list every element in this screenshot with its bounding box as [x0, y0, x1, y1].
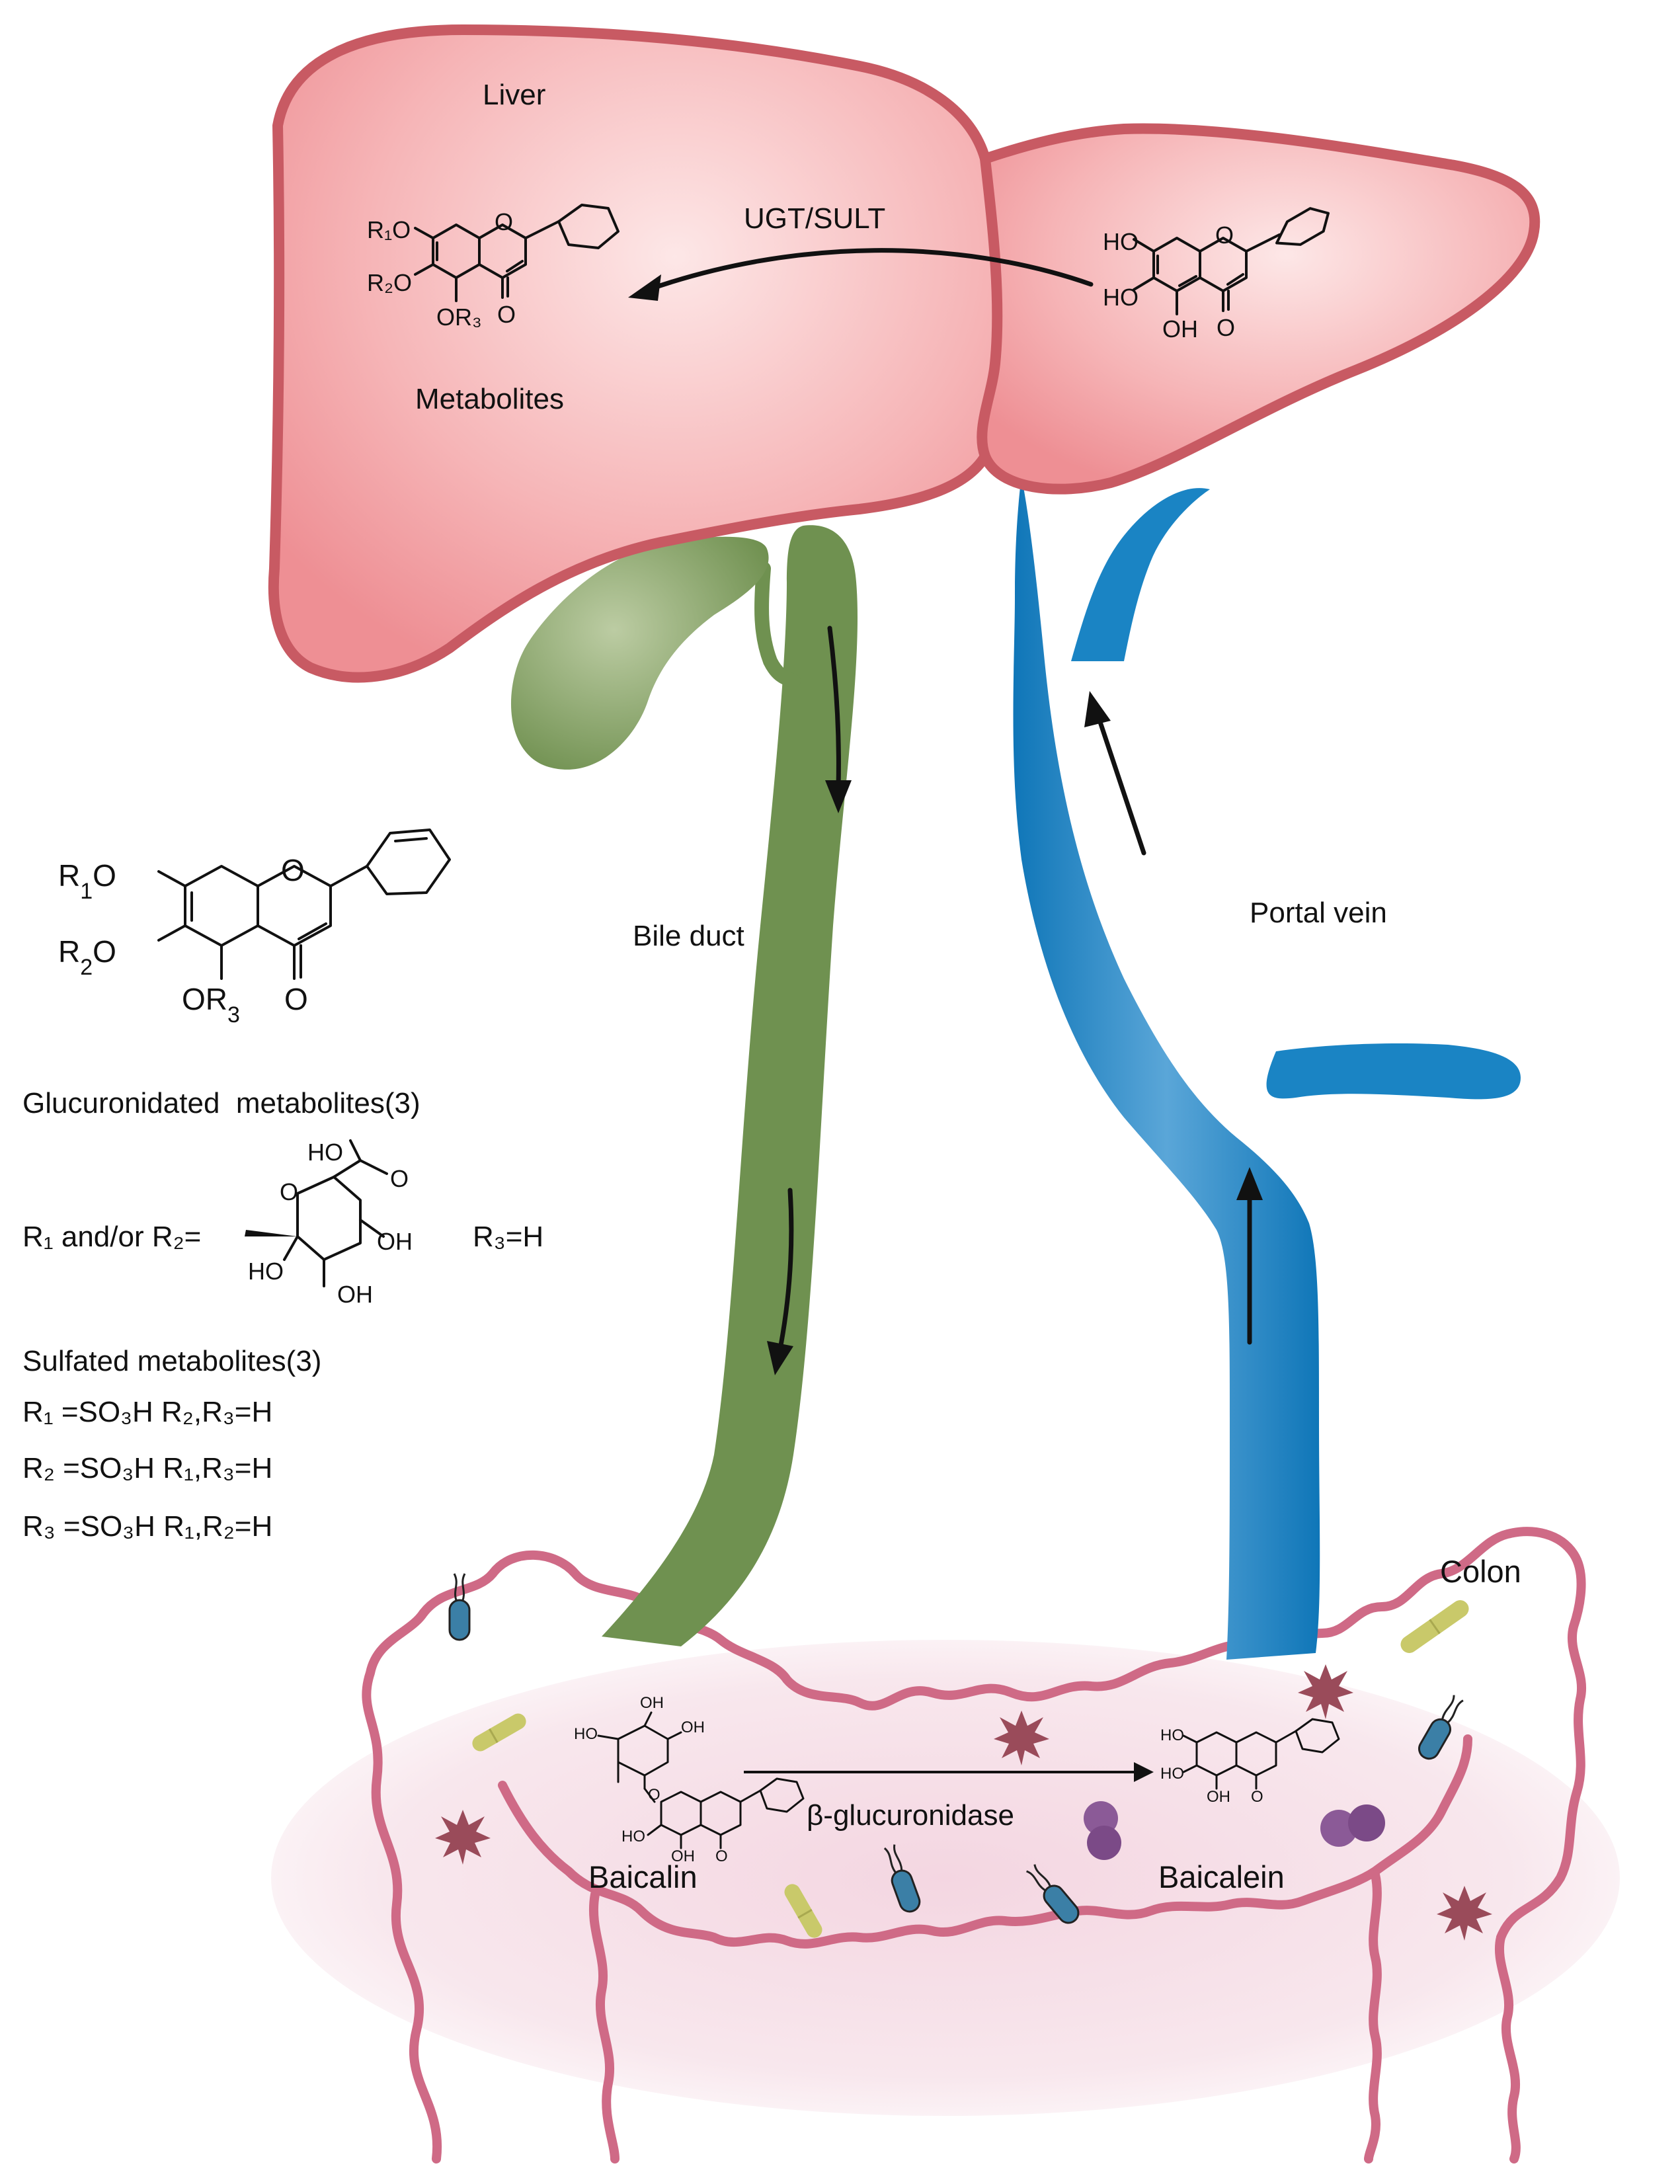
baicalein-liver-ho-bottom: HO — [1103, 284, 1139, 311]
virus-icon — [435, 1810, 491, 1865]
legend-r2o: R2O — [58, 934, 116, 980]
vein-arrow-upper — [1095, 711, 1146, 856]
sulf-row: R₂ =SO₃H R₁,R₃=H — [22, 1452, 272, 1484]
wedge-bond — [245, 1230, 298, 1236]
baicalein-colon-o-keto: O — [1251, 1788, 1263, 1806]
bile-arrowhead-lower — [767, 1341, 793, 1375]
metabolite-liver-o-keto: O — [497, 301, 516, 328]
diplococcus-icon — [1084, 1801, 1121, 1860]
bile-duct — [602, 525, 858, 1646]
baicalin-o-link: O — [648, 1786, 660, 1804]
vein-arrowhead-upper — [1084, 691, 1111, 727]
sulf-row: R₁ =SO₃H R₂,R₃=H — [22, 1396, 272, 1428]
metabolite-structure-liver: R₁O R₂O OR₃ O O — [367, 204, 620, 331]
colon-glow — [271, 1640, 1620, 2116]
colon-microbes — [435, 1573, 1492, 1941]
metabolite-liver-r1o: R₁O — [367, 216, 411, 243]
rod-bacterium-icon — [1025, 1864, 1080, 1924]
bile-duct-label: Bile duct — [633, 920, 744, 952]
glucuronic-oh-right: OH — [377, 1228, 413, 1255]
baicalin-oh-1: OH — [640, 1694, 664, 1712]
glucuronic-acid-structure: HO O O OH HO OH — [245, 1139, 413, 1308]
portal-vein-upper-branch — [1071, 488, 1210, 661]
metabolite-liver-r2o: R₂O — [367, 269, 412, 296]
metabolites-label: Metabolites — [415, 383, 564, 415]
baicalin-ho: HO — [621, 1828, 645, 1845]
legend-o-ring: O — [281, 853, 305, 887]
glucuronic-oh-bottom: OH — [337, 1281, 373, 1308]
legend-o-keto: O — [284, 982, 308, 1016]
enzyme-label: UGT/SULT — [744, 202, 885, 235]
legend-or3: OR3 — [182, 982, 240, 1028]
baicalein-label: Baicalein — [1158, 1859, 1285, 1894]
bacterium-icon — [1400, 1600, 1469, 1653]
ugt-sult-arrow — [642, 248, 1094, 294]
baicalin-oh-3: OH — [671, 1847, 695, 1865]
gallbladder — [510, 536, 769, 770]
metabolite-liver-o-ring: O — [495, 208, 513, 235]
legend-r1o: R1O — [58, 858, 116, 904]
diplococcus-icon — [1320, 1804, 1385, 1847]
liver — [268, 24, 1540, 683]
gluc-title: Glucuronidated metabolites(3) — [22, 1087, 420, 1119]
gluc-r3-label: R₃=H — [473, 1221, 543, 1253]
bacterium-icon — [784, 1884, 822, 1938]
baicalein-colon-oh: OH — [1207, 1788, 1230, 1806]
baicalein-structure-liver: HO HO OH O O — [1103, 207, 1330, 343]
glucuronic-ho: HO — [307, 1139, 343, 1166]
sulf-row: R₃ =SO₃H R₁,R₂=H — [22, 1510, 272, 1543]
baicalein-colon-ho-top: HO — [1160, 1726, 1184, 1744]
baicalein-colon-ho-bottom: HO — [1160, 1765, 1184, 1783]
virus-icon — [994, 1711, 1049, 1765]
glucuronic-o-acid: O — [390, 1165, 409, 1192]
bile-arrowhead-upper — [825, 780, 852, 813]
baicalein-liver-ho-top: HO — [1103, 228, 1139, 255]
beta-glucuronidase-label: β-glucuronidase — [807, 1799, 1014, 1832]
baicalin-ho-acid: HO — [574, 1725, 598, 1743]
portal-vein — [1013, 476, 1320, 1660]
baicalein-liver-o-keto: O — [1217, 314, 1235, 341]
baicalin-label: Baicalin — [588, 1859, 698, 1894]
virus-icon — [1437, 1886, 1492, 1941]
glucuronic-o-ring: O — [280, 1178, 298, 1205]
virus-icon — [1298, 1664, 1353, 1719]
baicalein-structure-colon: HO HO OH O — [1160, 1718, 1340, 1806]
bile-arrow-upper — [827, 626, 841, 789]
portal-vein-label: Portal vein — [1250, 897, 1387, 929]
rod-bacterium-icon — [1418, 1695, 1464, 1760]
colon-label: Colon — [1440, 1554, 1521, 1589]
ugt-sult-arrowhead — [628, 274, 661, 301]
glucuronic-ho-bottom: HO — [248, 1258, 284, 1285]
legend-structure: R1O R2O OR3 O O — [58, 829, 451, 1028]
portal-vein-side-branch — [1266, 1043, 1521, 1100]
baicalin-o-keto: O — [715, 1847, 728, 1865]
bacterium-icon — [472, 1713, 526, 1752]
rod-bacterium-icon — [883, 1844, 921, 1913]
baicalin-oh-2: OH — [681, 1719, 705, 1736]
beta-glucuronidase-arrowhead — [1134, 1762, 1154, 1782]
colon — [362, 1527, 1587, 2164]
vein-arrowhead-lower — [1236, 1167, 1263, 1200]
metabolite-liver-or3: OR₃ — [436, 303, 482, 331]
gluc-r-label: R₁ and/or R₂= — [22, 1221, 201, 1253]
baicalein-liver-oh: OH — [1162, 315, 1198, 343]
rod-bacterium-icon — [448, 1573, 471, 1641]
baicalin-structure: HO OH OH O HO OH O — [574, 1694, 805, 1865]
baicalein-liver-o-ring: O — [1215, 222, 1234, 249]
liver-label: Liver — [483, 79, 545, 111]
bile-arrow-lower — [778, 1188, 794, 1352]
sulf-title: Sulfated metabolites(3) — [22, 1345, 321, 1377]
